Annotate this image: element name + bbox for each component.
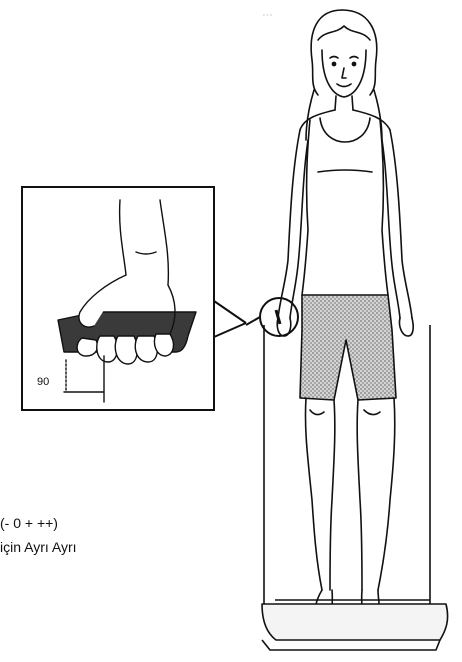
caption-line-1: (- 0 + ++) (0, 515, 58, 531)
left-arm (278, 130, 300, 318)
caption-line-2: için Ayrı Ayrı (0, 539, 77, 555)
right-arm (390, 130, 412, 318)
face (322, 50, 366, 97)
left-leg (305, 398, 322, 590)
hand-magnifier (214, 298, 298, 337)
faded-header-text: ... (262, 4, 273, 19)
torso (302, 120, 310, 295)
shorts (300, 295, 396, 400)
inset-box (22, 187, 214, 410)
right-leg (357, 400, 362, 590)
angle-label: 90 (37, 376, 49, 388)
